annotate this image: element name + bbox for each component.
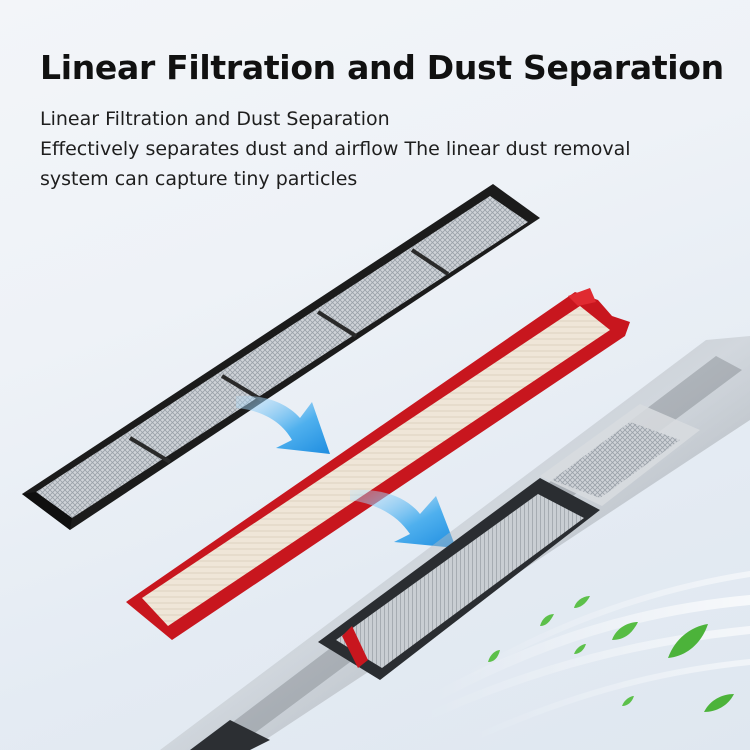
leaf-icon [574, 596, 590, 608]
mesh-filter-black [22, 184, 540, 530]
description-line-2: system can capture tiny particles [40, 168, 358, 190]
mesh-rib [128, 436, 172, 464]
airflow-streaks [416, 571, 750, 743]
mesh-rib [316, 310, 358, 338]
fiber-filter-red [126, 288, 630, 640]
leaf-icon [574, 644, 586, 654]
vacuum-tube [160, 336, 750, 750]
leaf-icon [488, 650, 500, 662]
leaf-icon [704, 694, 734, 712]
headline: Linear Filtration and Dust Separation [40, 48, 724, 87]
mesh-rib [410, 248, 450, 276]
description-line-1: Effectively separates dust and airflow T… [40, 138, 631, 160]
arrow-down-right-icon [236, 395, 330, 454]
leaf-icon [540, 614, 554, 626]
leaf-icon [622, 696, 634, 706]
arrow-down-right-icon [350, 489, 456, 548]
leaf-icon [612, 622, 638, 640]
mesh-rib [220, 374, 264, 402]
leaf-icon [668, 624, 708, 658]
description-block: Linear Filtration and Dust Separation Ef… [40, 104, 680, 194]
subtitle: Linear Filtration and Dust Separation [40, 108, 390, 130]
